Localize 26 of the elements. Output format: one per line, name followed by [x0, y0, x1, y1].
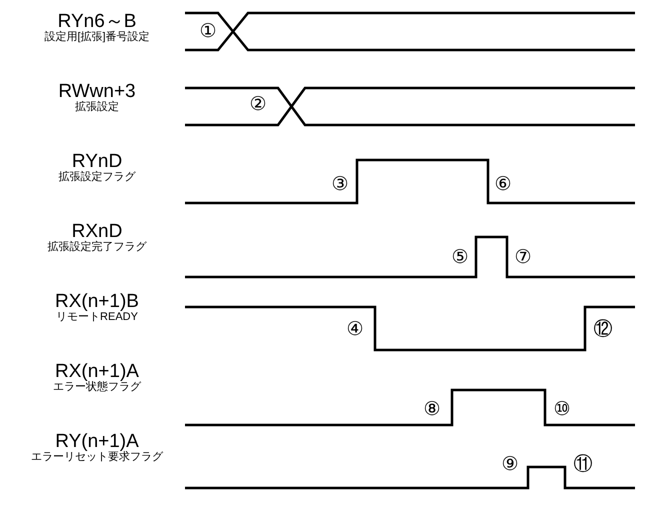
signal-description: リモートREADY	[56, 312, 138, 323]
step-number: ⑪	[574, 455, 592, 474]
signal-description: 拡張設定	[75, 102, 119, 113]
signal-name: RXnD	[72, 222, 122, 241]
signal-description: エラーリセット要求フラグ	[31, 452, 163, 463]
signal-name: RX(n+1)A	[55, 362, 139, 381]
step-number: ②	[249, 95, 267, 114]
step-number: ⑨	[501, 455, 519, 474]
signal-description: 設定用[拡張]番号設定	[44, 32, 150, 43]
signal-name: RYn6～B	[58, 12, 136, 31]
step-number: ④	[346, 320, 364, 339]
step-number: ⑤	[451, 248, 469, 267]
signal-name: RY(n+1)A	[55, 432, 139, 451]
step-number: ⑫	[594, 320, 612, 339]
step-number: ③	[331, 175, 349, 194]
signal-name: RYnD	[72, 152, 122, 171]
step-number: ⑩	[553, 400, 571, 419]
signal-name: RWwn+3	[58, 82, 136, 101]
signal-description: 拡張設定フラグ	[58, 172, 136, 183]
signal-name: RX(n+1)B	[55, 292, 139, 311]
signal-description: 拡張設定完了フラグ	[48, 242, 146, 253]
step-number: ⑧	[423, 400, 441, 419]
step-number: ①	[199, 22, 217, 41]
step-number: ⑥	[494, 175, 512, 194]
step-number: ⑦	[514, 248, 532, 267]
signal-description: エラー状態フラグ	[53, 382, 141, 393]
